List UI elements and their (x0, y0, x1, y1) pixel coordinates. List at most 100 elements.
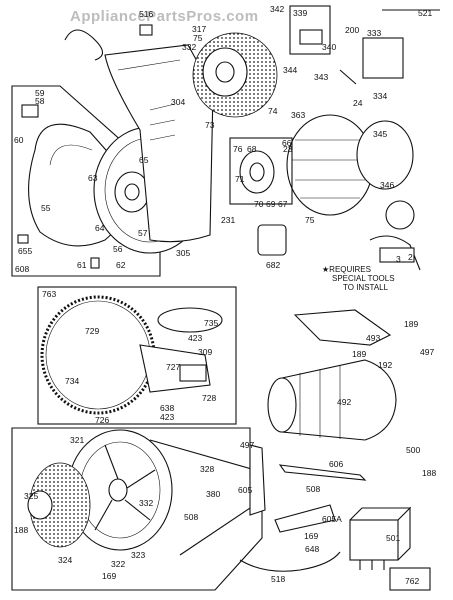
label-423-a: 423 (188, 333, 202, 343)
label-63: 63 (88, 173, 98, 183)
label-64: 64 (95, 223, 105, 233)
label-57: 57 (138, 228, 148, 238)
label-325: 325 (24, 491, 38, 501)
label-65: 65 (139, 155, 149, 165)
part-516-clip (139, 24, 153, 36)
label-75-top: 75 (193, 33, 203, 43)
part-59-block (21, 104, 39, 118)
label-231: 231 (221, 215, 235, 225)
label-638: 638 (160, 403, 174, 413)
label-56: 56 (113, 244, 123, 254)
cord-735 (157, 307, 223, 333)
label-309: 309 (198, 347, 212, 357)
bracket-605a (274, 504, 336, 533)
label-59: 59 (35, 88, 45, 98)
label-304: 304 (171, 97, 185, 107)
label-71: 71 (235, 174, 245, 184)
label-76: 76 (233, 144, 243, 154)
ring-gear-726 (40, 295, 156, 415)
part-682 (257, 224, 287, 256)
label-323: 323 (131, 550, 145, 560)
label-67: 67 (278, 199, 288, 209)
label-74: 74 (268, 106, 278, 116)
label-333: 333 (367, 28, 381, 38)
label-605: 605 (238, 485, 252, 495)
box-608-label: 608 (15, 264, 29, 274)
part-61 (90, 257, 100, 269)
label-726: 726 (95, 415, 109, 425)
label-339: 339 (293, 8, 307, 18)
label-188-a: 188 (422, 468, 436, 478)
label-324: 324 (58, 555, 72, 565)
wiring-harness (369, 235, 421, 271)
part-340 (299, 29, 323, 45)
label-69: 69 (266, 199, 276, 209)
label-189-a: 189 (404, 319, 418, 329)
label-340: 340 (322, 42, 336, 52)
label-521: 521 (418, 8, 432, 18)
bracket-493 (293, 309, 392, 346)
box-763-label: 763 (42, 289, 56, 299)
label-727: 727 (166, 362, 180, 372)
label-655: 655 (18, 246, 32, 256)
label-332-bottom: 332 (139, 498, 153, 508)
box-66 (229, 137, 293, 205)
box-763-frame (37, 286, 237, 425)
label-497-a: 497 (420, 347, 434, 357)
bracket-605 (249, 444, 266, 516)
strap-606 (278, 464, 367, 481)
note-line-2: SPECIAL TOOLS (332, 274, 395, 283)
label-728: 728 (202, 393, 216, 403)
label-501: 501 (386, 533, 400, 543)
label-75-mid: 75 (305, 215, 315, 225)
label-342: 342 (270, 4, 284, 14)
label-334: 334 (373, 91, 387, 101)
label-23: 23 (283, 144, 293, 154)
connector-block (379, 247, 415, 263)
label-343: 343 (314, 72, 328, 82)
label-55: 55 (41, 203, 51, 213)
box-762-label: 762 (405, 576, 419, 586)
label-606: 606 (329, 459, 343, 469)
watermark-text: AppliancePartsPros.com (70, 8, 259, 25)
label-24: 24 (353, 98, 363, 108)
label-734: 734 (65, 376, 79, 386)
wire-516 (64, 29, 104, 61)
label-321: 321 (70, 435, 84, 445)
part-309 (179, 364, 207, 382)
note-line-3: TO INSTALL (343, 283, 389, 292)
note-line-1: ★REQUIRES (322, 265, 371, 274)
label-189-b: 189 (352, 349, 366, 359)
label-68: 68 (247, 144, 257, 154)
label-380: 380 (206, 489, 220, 499)
label-169-b: 169 (304, 531, 318, 541)
part-labels: 516 304 317 75 332 342 339 521 200 333 3… (14, 4, 436, 584)
label-500: 500 (406, 445, 420, 455)
label-60: 60 (14, 135, 24, 145)
label-493: 493 (366, 333, 380, 343)
label-58: 58 (35, 96, 45, 106)
label-344: 344 (283, 65, 297, 75)
label-605a: 605A (322, 514, 342, 524)
blower-housing (104, 44, 214, 243)
label-73: 73 (205, 120, 215, 130)
label-192: 192 (378, 360, 392, 370)
label-508-b: 508 (306, 484, 320, 494)
label-317: 317 (192, 24, 206, 34)
label-169-a: 169 (102, 571, 116, 581)
label-346: 346 (380, 180, 394, 190)
label-328: 328 (200, 464, 214, 474)
part-345 (356, 120, 414, 190)
regulator-501 (349, 519, 399, 561)
label-200: 200 (345, 25, 359, 35)
label-70: 70 (254, 199, 264, 209)
part-655 (17, 234, 29, 244)
label-3: 3 (396, 254, 401, 264)
armature-333 (362, 37, 404, 79)
part-346 (385, 200, 415, 230)
label-518: 518 (271, 574, 285, 584)
starter-generator-492 (281, 359, 397, 441)
label-188-b: 188 (14, 525, 28, 535)
label-322: 322 (111, 559, 125, 569)
